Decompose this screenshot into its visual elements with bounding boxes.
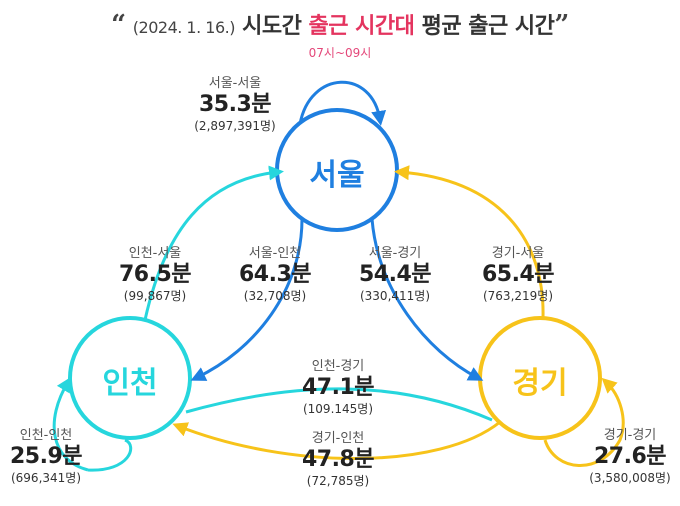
gyeonggi-gyeonggi-arrow [543, 377, 625, 467]
incheon-incheon-arrow [52, 382, 133, 472]
gyeonggi-incheon-arrow [172, 420, 501, 460]
flow-minutes: 27.6분 [593, 444, 667, 469]
flow-count: (330,411명) [359, 289, 431, 303]
title-date: (2024. 1. 16.) [132, 18, 236, 37]
flow-count: (109.145명) [302, 402, 374, 416]
flow-minutes: 47.8분 [301, 447, 375, 472]
flow-seoul-incheon: 서울-인천 64.3분 (32,708명) [220, 246, 330, 304]
flow-minutes: 25.9분 [9, 444, 83, 469]
flow-gyeonggi-seoul: 경기-서울 65.4분 (763,219명) [463, 246, 573, 304]
flow-count: (32,708명) [243, 289, 307, 303]
flow-route: 서울-서울 [208, 76, 262, 91]
flow-seoul-seoul: 서울-서울 35.3분 (2,897,391명) [185, 76, 285, 134]
flow-minutes: 35.3분 [198, 92, 272, 117]
page-title: “ (2024. 1. 16.) 시도간 출근 시간대 평균 출근 시간” [0, 8, 680, 40]
flow-incheon-seoul: 인천-서울 76.5분 (99,867명) [100, 246, 210, 304]
flow-count: (2,897,391명) [194, 119, 276, 133]
subtitle: 07시~09시 [308, 46, 372, 60]
flow-route: 서울-경기 [368, 246, 422, 261]
gyeonggi-seoul-arrow [394, 165, 545, 319]
flow-route: 인천-서울 [128, 246, 182, 261]
flow-count: (72,785명) [306, 474, 370, 488]
flow-minutes: 65.4분 [481, 262, 555, 287]
flow-incheon-incheon: 인천-인천 25.9분 (696,341명) [0, 428, 92, 486]
seoul-incheon-arrow [190, 218, 304, 381]
incheon-seoul-arrow [143, 165, 284, 321]
incheon-gyeonggi-arrow [185, 387, 493, 422]
flow-route: 인천-경기 [311, 359, 365, 374]
seoul-node-label: 서울 [309, 158, 365, 193]
flow-route: 경기-서울 [491, 246, 545, 261]
flow-route: 인천-인천 [19, 428, 73, 443]
seoul-gyeonggi-arrow [370, 218, 484, 381]
flow-route: 경기-인천 [311, 431, 365, 446]
title-highlight: 출근 시간대 [308, 14, 415, 39]
flow-seoul-gyeonggi: 서울-경기 54.4분 (330,411명) [340, 246, 450, 304]
flow-count: (763,219명) [482, 289, 554, 303]
quote-open: “ [111, 10, 126, 40]
flow-minutes: 76.5분 [118, 262, 192, 287]
flow-route: 경기-경기 [603, 428, 657, 443]
title-pre: 시도간 [242, 14, 302, 39]
flow-route: 서울-인천 [248, 246, 302, 261]
quote-close: ” [554, 10, 569, 40]
seoul-seoul-arrow [298, 80, 387, 126]
flow-incheon-gyeonggi: 인천-경기 47.1분 (109.145명) [283, 359, 393, 417]
flow-minutes: 47.1분 [301, 375, 375, 400]
flow-count: (3,580,008명) [589, 471, 671, 485]
flow-gyeonggi-gyeonggi: 경기-경기 27.6분 (3,580,008명) [580, 428, 680, 486]
incheon-node-label: 인천 [102, 366, 158, 401]
flow-gyeonggi-incheon: 경기-인천 47.8분 (72,785명) [283, 431, 393, 489]
flow-count: (696,341명) [10, 471, 82, 485]
flow-minutes: 54.4분 [358, 262, 432, 287]
flow-minutes: 64.3분 [238, 262, 312, 287]
title-post: 평균 출근 시간 [421, 14, 555, 39]
flow-count: (99,867명) [123, 289, 187, 303]
gyeonggi-node-label: 경기 [512, 366, 568, 401]
